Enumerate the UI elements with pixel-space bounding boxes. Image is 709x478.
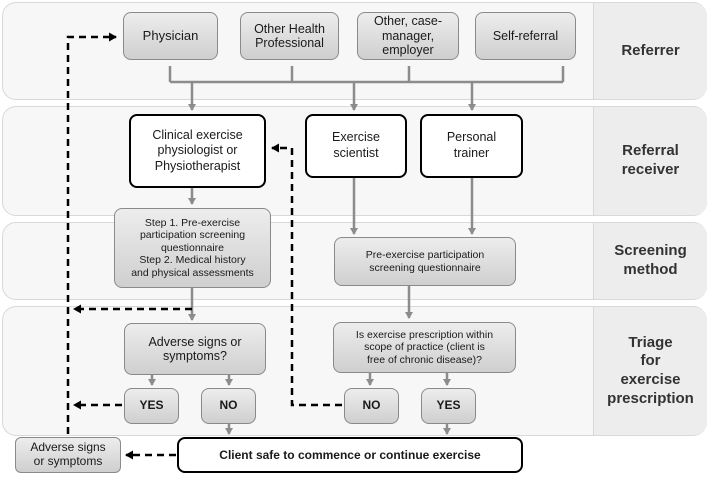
outcome-adverse-signs: Adverse signs or symptoms [15, 437, 121, 473]
band-label-screening: Screening method [593, 223, 707, 299]
band-label-triage: Triage for exercise prescription [593, 307, 707, 435]
receiver-exercise-scientist: Exercise scientist [305, 114, 407, 178]
referrer-other-health-professional: Other Health Professional [240, 12, 339, 60]
triage-right-no: NO [344, 388, 399, 424]
band-label-referral-receiver: Referral receiver [593, 107, 707, 215]
band-label-referrer: Referrer [593, 3, 707, 99]
triage-right-yes: YES [421, 388, 476, 424]
receiver-clinical-physiologist: Clinical exercise physiologist or Physio… [129, 114, 266, 188]
triage-left-yes: YES [124, 388, 179, 424]
referrer-self-referral: Self-referral [475, 12, 576, 60]
dashed-loop-to-physician [66, 32, 117, 434]
triage-adverse-question: Adverse signs or symptoms? [124, 323, 266, 375]
referrer-case-manager-employer: Other, case- manager, employer [357, 12, 459, 60]
screening-clinical-steps: Step 1. Pre-exercise participation scree… [114, 208, 271, 288]
dashed-no-to-clinical [271, 143, 342, 407]
screening-questionnaire: Pre-exercise participation screening que… [334, 237, 516, 286]
triage-scope-question: Is exercise prescription within scope of… [333, 322, 516, 373]
referrer-physician: Physician [123, 12, 218, 60]
receiver-personal-trainer: Personal trainer [420, 114, 523, 178]
triage-left-no: NO [201, 388, 256, 424]
outcome-client-safe: Client safe to commence or continue exer… [177, 437, 523, 473]
